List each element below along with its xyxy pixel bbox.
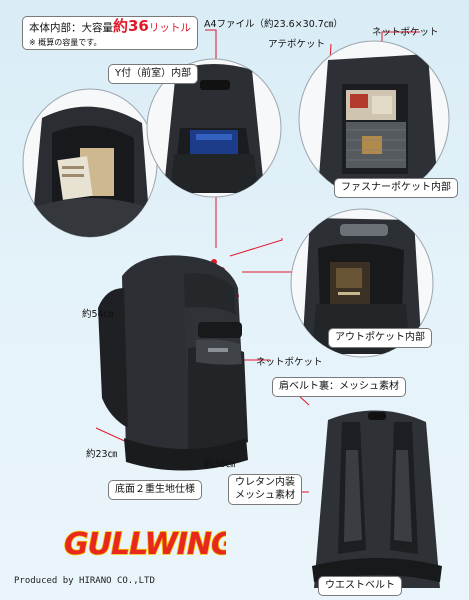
a4-file-label: A4ファイル（約23.6×30.7㎝） bbox=[204, 19, 343, 30]
main-compartment-photo bbox=[22, 88, 158, 238]
urethane-callout: ウレタン内装 メッシュ素材 bbox=[228, 474, 302, 505]
ate-pocket-label: アテポケット bbox=[268, 39, 326, 50]
front-pocket-photo bbox=[146, 58, 282, 198]
out-pocket-photo bbox=[290, 208, 434, 358]
capacity-highlight: 約36 bbox=[113, 17, 149, 35]
net-pocket-top-label: ネットポケット bbox=[372, 27, 439, 38]
capacity-headline: 本体内部：大容量約36リットル bbox=[29, 18, 191, 37]
y-front-callout: Y付（前室）内部 bbox=[108, 64, 199, 84]
mesh-strap-callout: 肩ベルト裏：メッシュ素材 bbox=[272, 377, 406, 397]
fastener-callout: ファスナーポケット内部 bbox=[334, 178, 458, 198]
net-pocket-body-label: ネットポケット bbox=[256, 357, 323, 368]
waist-belt-callout: ウエストベルト bbox=[318, 576, 402, 596]
dimension-height: 約54㎝ bbox=[82, 309, 114, 320]
capacity-callout: 本体内部：大容量約36リットル ※ 概算の容量です。 bbox=[22, 16, 198, 50]
urethane-line2: メッシュ素材 bbox=[235, 489, 295, 501]
gullwing-logo: GULLWING bbox=[63, 526, 226, 563]
fastener-pocket-photo bbox=[298, 40, 450, 198]
capacity-prefix: 本体内部：大容量 bbox=[29, 22, 113, 34]
main-backpack-photo bbox=[98, 255, 248, 471]
back-view-photo bbox=[312, 410, 442, 588]
double-bottom-callout: 底面２重生地仕様 bbox=[108, 480, 202, 500]
capacity-note: ※ 概算の容量です。 bbox=[29, 38, 102, 47]
urethane-line1: ウレタン内装 bbox=[235, 477, 295, 488]
capacity-suffix: リットル bbox=[148, 22, 191, 34]
dimension-width: 約38㎝ bbox=[204, 459, 236, 470]
out-pocket-callout: アウトポケット内部 bbox=[328, 328, 432, 348]
producer-credit: Produced by HIRANO CO.,LTD bbox=[14, 576, 155, 586]
dimension-depth: 約23㎝ bbox=[86, 449, 118, 460]
svg-text:GULLWING: GULLWING bbox=[64, 527, 226, 562]
